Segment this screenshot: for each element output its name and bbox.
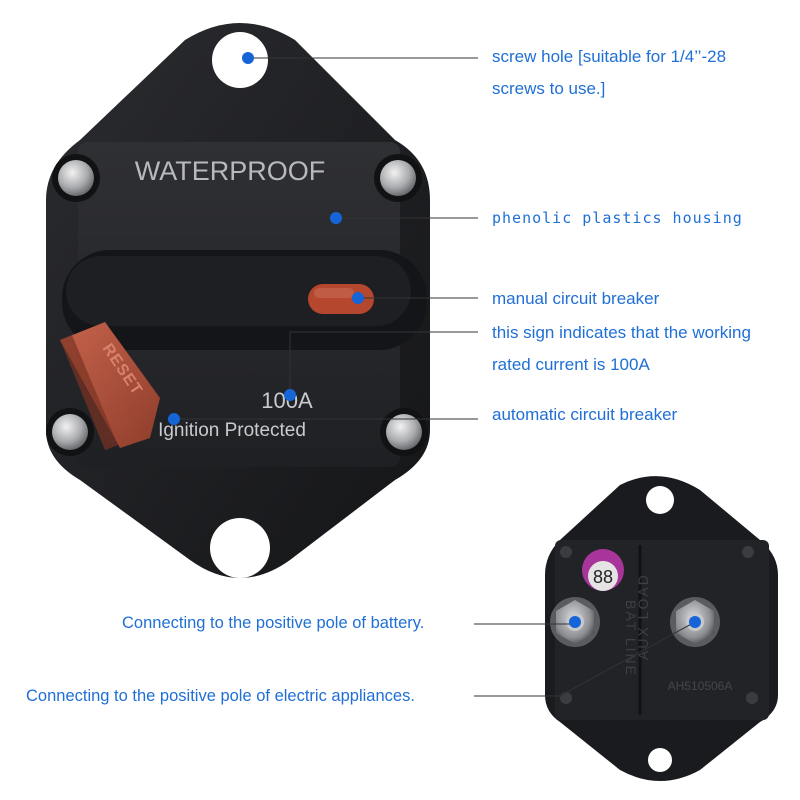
marker-dot-icon xyxy=(569,616,581,628)
bolt-icon xyxy=(386,414,422,450)
back-rivet-icon xyxy=(560,692,572,704)
callout-screw-hole-line1: screw hole [suitable for 1/4’’-28 xyxy=(492,47,727,66)
marker-dot-icon xyxy=(352,292,364,304)
screw-hole-bottom xyxy=(210,518,270,578)
back-rivet-icon xyxy=(560,546,572,558)
breaker-back: 88 BAT LINE AUX LOAD AH510506A xyxy=(545,476,778,781)
marker-dot-icon xyxy=(168,413,180,425)
terminal-left-label: BAT LINE xyxy=(623,600,639,677)
bolt-icon xyxy=(380,160,416,196)
callout-battery-positive: Connecting to the positive pole of batte… xyxy=(122,614,425,632)
reset-lever: RESET xyxy=(60,322,160,450)
housing-label: WATERPROOF xyxy=(135,156,326,186)
marker-dot-icon xyxy=(330,212,342,224)
callout-rated-current-line2: rated current is 100A xyxy=(492,355,650,374)
marker-dots xyxy=(168,52,701,628)
corner-bolts xyxy=(46,154,428,456)
leader-lines xyxy=(174,57,696,697)
marker-dot-icon xyxy=(242,52,254,64)
callout-manual-breaker: manual circuit breaker xyxy=(492,289,660,308)
callout-screw-hole-line2: screws to use.] xyxy=(492,79,606,98)
terminal-right-label: AUX LOAD xyxy=(635,573,651,660)
callout-appliance-positive: Connecting to the positive pole of elect… xyxy=(26,687,415,705)
breaker-front: WATERPROOF RESET 100A Ignition Protected xyxy=(46,23,430,578)
bolt-icon xyxy=(52,414,88,450)
callout-automatic-breaker: automatic circuit breaker xyxy=(492,405,678,424)
marker-dot-icon xyxy=(284,389,296,401)
back-screw-hole xyxy=(646,486,674,514)
marker-dot-icon xyxy=(689,616,701,628)
bolt-icon xyxy=(58,160,94,196)
callout-housing: phenolic plastics housing xyxy=(492,209,743,227)
ignition-label: Ignition Protected xyxy=(158,420,306,441)
back-rivet-icon xyxy=(742,546,754,558)
model-label: AH510506A xyxy=(668,679,733,693)
callout-rated-current-line1: this sign indicates that the working xyxy=(492,323,751,342)
badge-label: 88 xyxy=(593,567,613,587)
screw-hole-top xyxy=(212,32,268,88)
back-rivet-icon xyxy=(746,692,758,704)
back-screw-hole xyxy=(648,748,672,772)
